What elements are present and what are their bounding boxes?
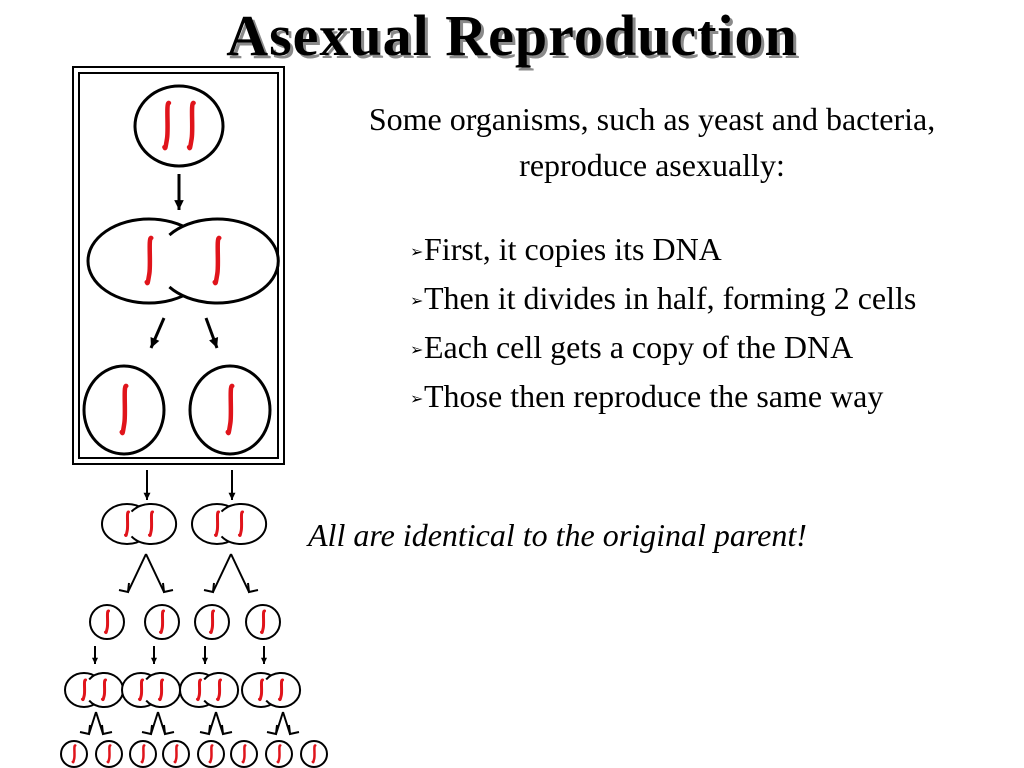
arrow-down-icon <box>204 317 219 349</box>
dna-strand-icon <box>208 744 214 764</box>
dna-strand-icon <box>162 100 172 151</box>
dna-strand-icon <box>186 100 196 151</box>
split-arrows-icon <box>199 711 233 736</box>
arrow-down-icon <box>174 174 184 210</box>
cell-icon <box>265 740 293 768</box>
dna-strand-icon <box>276 744 282 764</box>
dna-strand-icon <box>209 609 215 635</box>
dna-strand-icon <box>124 510 130 538</box>
dna-strand-icon <box>144 235 154 286</box>
cell-icon <box>230 740 258 768</box>
step-item: ➢Each cell gets a copy of the DNA <box>410 324 1010 373</box>
cell-icon <box>245 604 281 640</box>
step-item: ➢Then it divides in half, forming 2 cell… <box>410 275 1010 324</box>
dna-strand-icon <box>71 744 77 764</box>
arrow-down-icon <box>201 646 209 664</box>
intro-text: Some organisms, such as yeast and bacter… <box>368 101 936 183</box>
step-text: Those then reproduce the same way <box>424 378 884 414</box>
cell-icon <box>194 604 230 640</box>
cell-icon <box>82 364 166 456</box>
dividing-cell-icon <box>191 503 268 545</box>
arrow-down-icon <box>143 470 151 500</box>
cell-icon <box>89 604 125 640</box>
dna-strand-icon <box>311 744 317 764</box>
dna-strand-icon <box>119 383 129 436</box>
split-arrows-icon <box>118 553 174 594</box>
cell-icon <box>197 740 225 768</box>
arrowhead-bullet-icon: ➢ <box>410 389 424 408</box>
dna-strand-icon <box>238 510 244 538</box>
step-text: Then it divides in half, forming 2 cells <box>424 280 917 316</box>
dna-strand-icon <box>241 744 247 764</box>
dividing-cell-icon <box>179 672 240 708</box>
arrowhead-bullet-icon: ➢ <box>410 340 424 359</box>
split-arrows-icon <box>266 711 300 736</box>
dividing-cell-icon <box>64 672 125 708</box>
steps-list: ➢First, it copies its DNA ➢Then it divid… <box>410 226 1010 422</box>
arrowhead-bullet-icon: ➢ <box>410 242 424 261</box>
dividing-cell-icon <box>86 217 280 305</box>
step-text: Each cell gets a copy of the DNA <box>424 329 854 365</box>
dna-strand-icon <box>214 510 220 538</box>
cell-icon <box>144 604 180 640</box>
dna-strand-icon <box>216 678 222 702</box>
cell-icon <box>133 84 225 168</box>
split-arrows-icon <box>79 711 113 736</box>
arrow-down-icon <box>149 317 166 349</box>
cell-icon <box>188 364 272 456</box>
dna-strand-icon <box>225 383 235 436</box>
step-text: First, it copies its DNA <box>424 231 722 267</box>
arrow-down-icon <box>260 646 268 664</box>
dividing-cell-icon <box>101 503 178 545</box>
cell-icon <box>162 740 190 768</box>
dna-strand-icon <box>196 678 202 702</box>
dna-strand-icon <box>212 235 222 286</box>
arrow-down-icon <box>91 646 99 664</box>
arrow-down-icon <box>150 646 158 664</box>
dna-strand-icon <box>158 678 164 702</box>
cell-icon <box>95 740 123 768</box>
slide-title: Asexual Reproduction <box>226 3 798 68</box>
dna-strand-icon <box>106 744 112 764</box>
dna-strand-icon <box>258 678 264 702</box>
dna-strand-icon <box>104 609 110 635</box>
cell-icon <box>300 740 328 768</box>
step-item: ➢Those then reproduce the same way <box>410 373 1010 422</box>
dna-strand-icon <box>140 744 146 764</box>
dna-strand-icon <box>101 678 107 702</box>
cell-icon <box>60 740 88 768</box>
dna-strand-icon <box>260 609 266 635</box>
split-arrows-icon <box>203 553 259 594</box>
dividing-cell-icon <box>121 672 182 708</box>
conclusion-text: All are identical to the original parent… <box>308 517 807 553</box>
dna-strand-icon <box>278 678 284 702</box>
dna-strand-icon <box>159 609 165 635</box>
arrowhead-bullet-icon: ➢ <box>410 291 424 310</box>
dna-strand-icon <box>138 678 144 702</box>
dna-strand-icon <box>148 510 154 538</box>
cell-icon <box>129 740 157 768</box>
dividing-cell-icon <box>241 672 302 708</box>
dna-strand-icon <box>81 678 87 702</box>
step-item: ➢First, it copies its DNA <box>410 226 1010 275</box>
split-arrows-icon <box>141 711 175 736</box>
dna-strand-icon <box>173 744 179 764</box>
arrow-down-icon <box>228 470 236 500</box>
